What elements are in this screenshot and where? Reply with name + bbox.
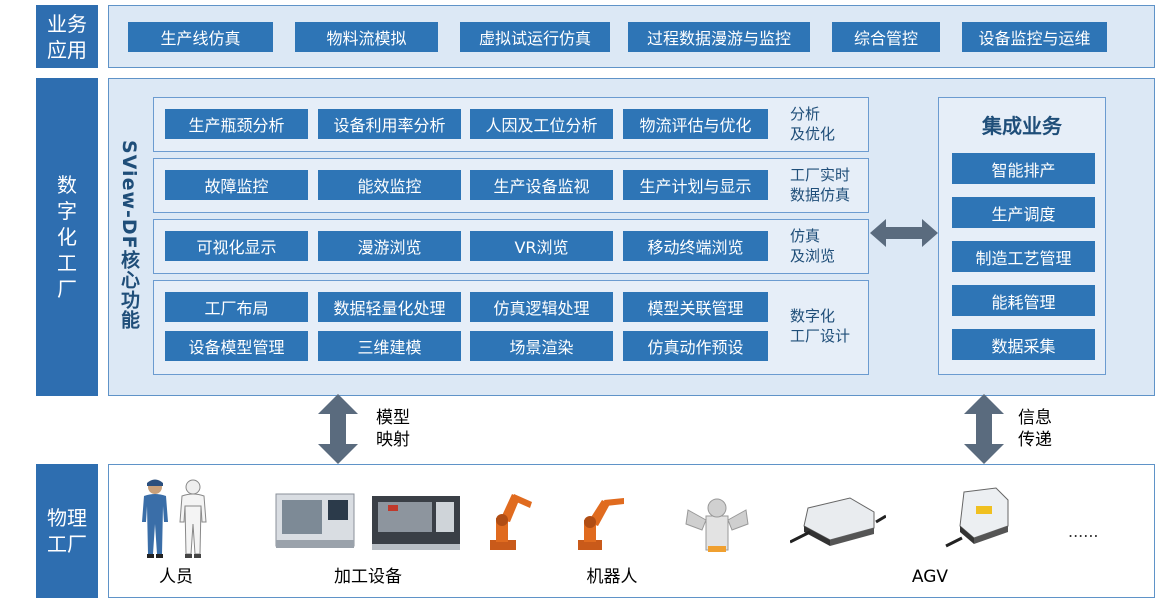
row-factory-design-label: 数字化工厂设计 [790,307,851,345]
worker-figure-icon [142,479,168,558]
integration-item-scheduling: 智能排产 [952,153,1095,184]
industrial-robot-icon [490,494,532,550]
item-vr-browse: VR浏览 [470,231,613,261]
group-label-people: 人员 [159,567,193,587]
agv-vehicle-icon [790,497,886,546]
worker-figure-white-icon [179,479,207,558]
item-bottleneck-analysis: 生产瓶颈分析 [165,109,308,139]
integration-panel [938,97,1106,375]
group-label-robots: 机器人 [586,567,638,587]
vertical-arrow-right-icon [964,394,1004,464]
integration-item-dispatch: 生产调度 [952,197,1095,228]
more-equipment-ellipsis: ...... [1068,522,1099,541]
item-visualization: 可视化显示 [165,231,308,261]
item-model-association: 模型关联管理 [623,292,768,322]
group-label-agv: AGV [911,567,949,587]
group-label-machining: 加工设备 [334,567,402,587]
dual-arm-robot-icon [685,498,749,552]
item-scene-render: 场景渲染 [470,331,613,361]
integration-title: 集成业务 [982,114,1062,138]
vertical-arrow-left-icon [318,394,358,464]
item-utilization-analysis: 设备利用率分析 [318,109,461,139]
digital-side-label: 数 字 化 工 厂 [36,78,98,396]
business-item-integrated-control: 综合管控 [832,22,940,52]
item-energy-monitoring: 能效监控 [318,170,461,200]
item-3d-modeling: 三维建模 [318,331,461,361]
lathe-machine-icon [372,496,460,550]
arrow-label-model-mapping: 模型映射 [376,408,410,450]
physical-side-label: 物理工厂 [36,464,98,598]
cnc-machine-icon [275,493,355,548]
item-data-lightweight: 数据轻量化处理 [318,292,461,322]
item-sim-logic: 仿真逻辑处理 [470,292,613,322]
business-item-process-data-roaming: 过程数据漫游与监控 [628,22,810,52]
item-factory-layout: 工厂布局 [165,292,308,322]
item-plan-display: 生产计划与显示 [623,170,768,200]
item-mobile-browse: 移动终端浏览 [623,231,768,261]
business-side-label: 业务应用 [36,5,98,68]
business-item-equipment-monitoring: 设备监控与运维 [962,22,1107,52]
row-simulation-browse-label: 仿真及浏览 [790,227,836,265]
item-sim-action-preset: 仿真动作预设 [623,331,768,361]
row-realtime-label: 工厂实时数据仿真 [790,166,851,204]
business-item-line-simulation: 生产线仿真 [128,22,273,52]
agv-forklift-icon [945,487,1009,548]
item-logistics-optimization: 物流评估与优化 [623,109,768,139]
arrow-label-info-transfer: 信息传递 [1018,408,1052,450]
item-roaming-browse: 漫游浏览 [318,231,461,261]
integration-item-energy-mgmt: 能耗管理 [952,285,1095,316]
item-human-factor-analysis: 人因及工位分析 [470,109,613,139]
business-item-virtual-commissioning: 虚拟试运行仿真 [460,22,610,52]
item-equipment-model: 设备模型管理 [165,331,308,361]
row-analysis-label: 分析及优化 [790,105,836,143]
integration-item-data-collection: 数据采集 [952,329,1095,360]
business-item-material-flow: 物料流模拟 [295,22,438,52]
bidirectional-arrow-icon [870,219,938,247]
core-function-label: SView-DF核心功能 [118,140,140,330]
item-fault-monitoring: 故障监控 [165,170,308,200]
integration-item-process-mgmt: 制造工艺管理 [952,241,1095,272]
item-equipment-surveillance: 生产设备监视 [470,170,613,200]
welding-robot-icon [578,498,624,550]
